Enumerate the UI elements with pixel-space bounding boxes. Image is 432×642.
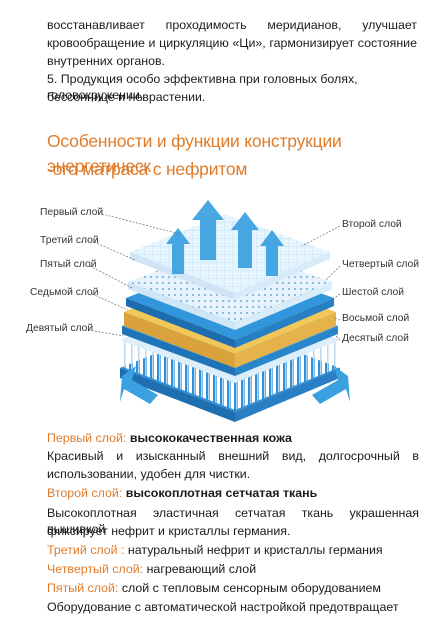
layer-2-heading: Второй слой: высокоплотная сетчатая ткан… [47,486,419,502]
side-arrow-icon [120,366,350,404]
layer-2-desc-2: фиксирует нефрит и кристаллы германия. [47,524,291,538]
label-layer-7: Седьмой слой [30,287,99,298]
layer-5-desc-1: Оборудование с автоматической настройкой… [47,600,399,614]
layer-2-name: высокоплотная сетчатая ткань [125,486,318,500]
intro-line-5: бессоннице и неврастении. [47,90,206,104]
layer-3-heading: Третий слой : натуральный нефрит и крист… [47,543,419,559]
label-layer-9: Девятый слой [26,323,94,334]
mattress-illustration [87,200,350,422]
intro-line-2: кровообращение и циркуляцию «Ци», гармон… [47,36,417,50]
mattress-layers-diagram: Первый слой Третий слой Пятый слой Седьм… [26,190,432,440]
layer-2-desc-1: Высокоплотная эластичная сетчатая ткань … [47,506,419,536]
layer-1-desc-1: Красивый и изысканный внешний вид, долго… [47,449,419,463]
section-heading-line-1: Особенности и функции конструкции энерге… [47,131,342,176]
label-layer-5: Пятый слой [40,259,97,270]
layer-2-title: Второй слой: [47,486,123,500]
intro-line-1: восстанавливает проходимость меридианов,… [47,18,417,32]
layer-4-name: нагревающий слой [146,562,257,576]
layer-1-name: высококачественная кожа [129,431,292,445]
layer-3-title: Третий слой : [47,543,125,557]
layer-1-heading: Первый слой: высококачественная кожа [47,431,419,447]
layer-3-name: натуральный нефрит и кристаллы германия [127,543,383,557]
intro-line-4: 5. Продукция особо эффективна при головн… [47,72,358,102]
layer-5-title: Пятый слой: [47,581,119,595]
up-arrow-icon [166,200,284,276]
layer-5-name: слой с тепловым сенсорным оборудованием [121,581,381,595]
layer-5-heading: Пятый слой: слой с тепловым сенсорным об… [47,581,419,597]
label-layer-1: Первый слой [40,207,104,218]
label-layer-8: Восьмой слой [342,313,410,324]
layer-spring-coils [120,340,235,410]
layer-1-desc-2: использовании, удобен для чистки. [47,467,251,481]
layer-4-heading: Четвертый слой: нагревающий слой [47,562,419,578]
label-layer-4: Четвертый слой [342,259,420,270]
section-heading-line-2: -ого матраса с нефритом [47,159,248,179]
label-layer-6: Шестой слой [342,287,405,298]
label-layer-10: Десятый слой [342,333,409,344]
layer-1-title: Первый слой: [47,431,127,445]
label-layer-3: Третий слой [40,235,99,246]
layer-4-title: Четвертый слой: [47,562,144,576]
label-layer-2: Второй слой [342,219,402,230]
intro-line-3: внутренних органов. [47,54,166,68]
